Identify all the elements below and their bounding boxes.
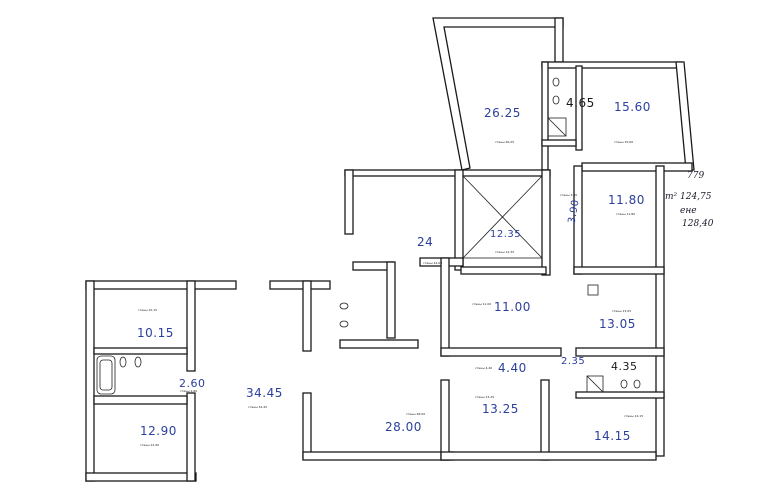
- room-area-10-15: 10.15: [137, 326, 174, 340]
- wall-segment: [93, 395, 188, 405]
- printed-label: стены 15,60: [614, 140, 634, 144]
- printed-label: стены 26,25: [495, 140, 515, 144]
- walls: [85, 17, 695, 482]
- wall-segment: [460, 266, 547, 275]
- wall-segment: [541, 61, 683, 69]
- wall-segment: [339, 339, 419, 349]
- room-area-2-60: 2.60: [179, 377, 206, 390]
- room-area-24: 24: [417, 235, 434, 249]
- printed-label: стены 34,45: [248, 405, 268, 409]
- room-area-4-40: 4.40: [498, 361, 527, 375]
- room-area-4-65: 4.65: [566, 96, 595, 110]
- room-area-2-35: 2.35: [561, 356, 586, 367]
- wall-segment: [85, 280, 95, 482]
- wall-segment: [186, 392, 196, 482]
- room-area-4-35: 4.35: [611, 360, 638, 373]
- note-ene: ене: [680, 206, 697, 216]
- wall-segment: [675, 61, 695, 171]
- room-area-15-60: 15.60: [614, 100, 651, 114]
- printed-label: стены 14,15: [624, 414, 644, 418]
- shower-icon: [547, 117, 604, 393]
- wall-segment: [440, 451, 657, 461]
- note-area-total: m² 124,75: [665, 192, 712, 202]
- room-area-13-05: 13.05: [599, 317, 636, 331]
- wall-segment: [541, 61, 549, 171]
- wall-segment: [344, 169, 354, 235]
- printed-label: стены 12,35: [495, 250, 515, 254]
- room-area-12-90: 12.90: [140, 424, 177, 438]
- wall-segment: [93, 347, 188, 355]
- wall-segment: [440, 347, 562, 357]
- wall-segment: [344, 169, 551, 177]
- wall-segment: [581, 162, 693, 172]
- wall-segment: [454, 169, 464, 271]
- printed-label: стены 11,00: [472, 302, 492, 306]
- printed-label: стены 10,15: [138, 308, 158, 312]
- room-area-28-00: 28.00: [385, 420, 422, 434]
- note-128-40: 128,40: [682, 219, 714, 229]
- wall-segment: [386, 261, 396, 339]
- toilet-icon: [119, 77, 641, 389]
- wall-segment: [554, 17, 564, 63]
- printed-label: стены 12,90: [140, 443, 160, 447]
- wall-segment: [440, 379, 450, 461]
- printed-label: стены 13,25: [475, 395, 495, 399]
- printed-label: стены 4,40: [475, 366, 493, 370]
- note-779: 779: [687, 171, 705, 181]
- wall-segment: [186, 280, 196, 372]
- stair-shaft: [462, 175, 543, 259]
- wall-segment: [575, 391, 665, 399]
- printed-label: стены 13,05: [612, 309, 632, 313]
- wall-segment: [655, 165, 665, 457]
- wall-segment: [85, 472, 197, 482]
- printed-label: стены 24,00: [423, 261, 443, 265]
- wall-segment: [575, 65, 583, 151]
- wall-segment: [269, 280, 331, 290]
- printed-label: стены 11,80: [616, 212, 636, 216]
- wall-segment: [85, 280, 237, 290]
- wall-segment: [302, 392, 312, 460]
- room-area-11-00: 11.00: [494, 300, 531, 314]
- wall-segment: [575, 347, 665, 357]
- wall-segment: [302, 280, 312, 352]
- room-area-13-25: 13.25: [482, 402, 519, 416]
- printed-label: стены 3,90: [560, 193, 578, 197]
- room-area-11-80: 11.80: [608, 193, 645, 207]
- wall-segment: [541, 169, 551, 276]
- room-area-34-45: 34.45: [246, 386, 283, 400]
- printed-label: стены 2,60: [180, 389, 198, 393]
- wall-segment: [541, 139, 577, 147]
- printed-label: стены 28,00: [406, 412, 426, 416]
- bathtub-icon: [96, 355, 116, 395]
- wall-segment: [573, 266, 665, 275]
- room-area-14-15: 14.15: [594, 429, 631, 443]
- room-area-12-35: 12.35: [490, 229, 522, 240]
- wall-segment: [440, 257, 450, 357]
- room-area-26-25: 26.25: [484, 106, 521, 120]
- wall-segment: [540, 379, 550, 461]
- wall-segment: [302, 451, 454, 461]
